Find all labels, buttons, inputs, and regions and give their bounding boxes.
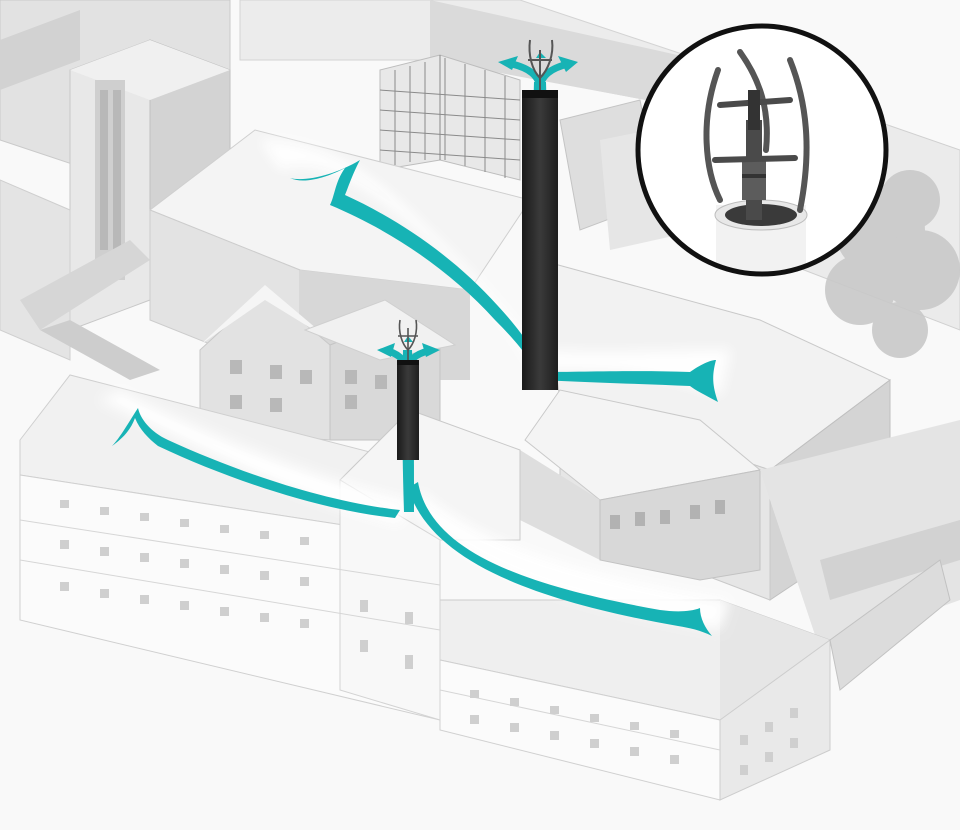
airflow-left-upper	[290, 160, 544, 375]
short-chimney	[397, 360, 419, 460]
tall-chimney	[522, 90, 558, 390]
background-buildings	[0, 0, 960, 650]
turbine-top-tall	[528, 39, 554, 90]
airflow-right-lower	[408, 482, 712, 636]
scaffolding	[379, 54, 521, 181]
turbine-blades	[703, 49, 810, 213]
turbine-top-short	[398, 319, 418, 360]
airflow-left-lower	[112, 408, 400, 518]
tree	[825, 170, 960, 358]
windows-front	[60, 500, 798, 775]
inset-frame	[635, 23, 889, 277]
airflow-right-upper	[540, 360, 718, 402]
wind-turbine-detail	[635, 23, 889, 277]
